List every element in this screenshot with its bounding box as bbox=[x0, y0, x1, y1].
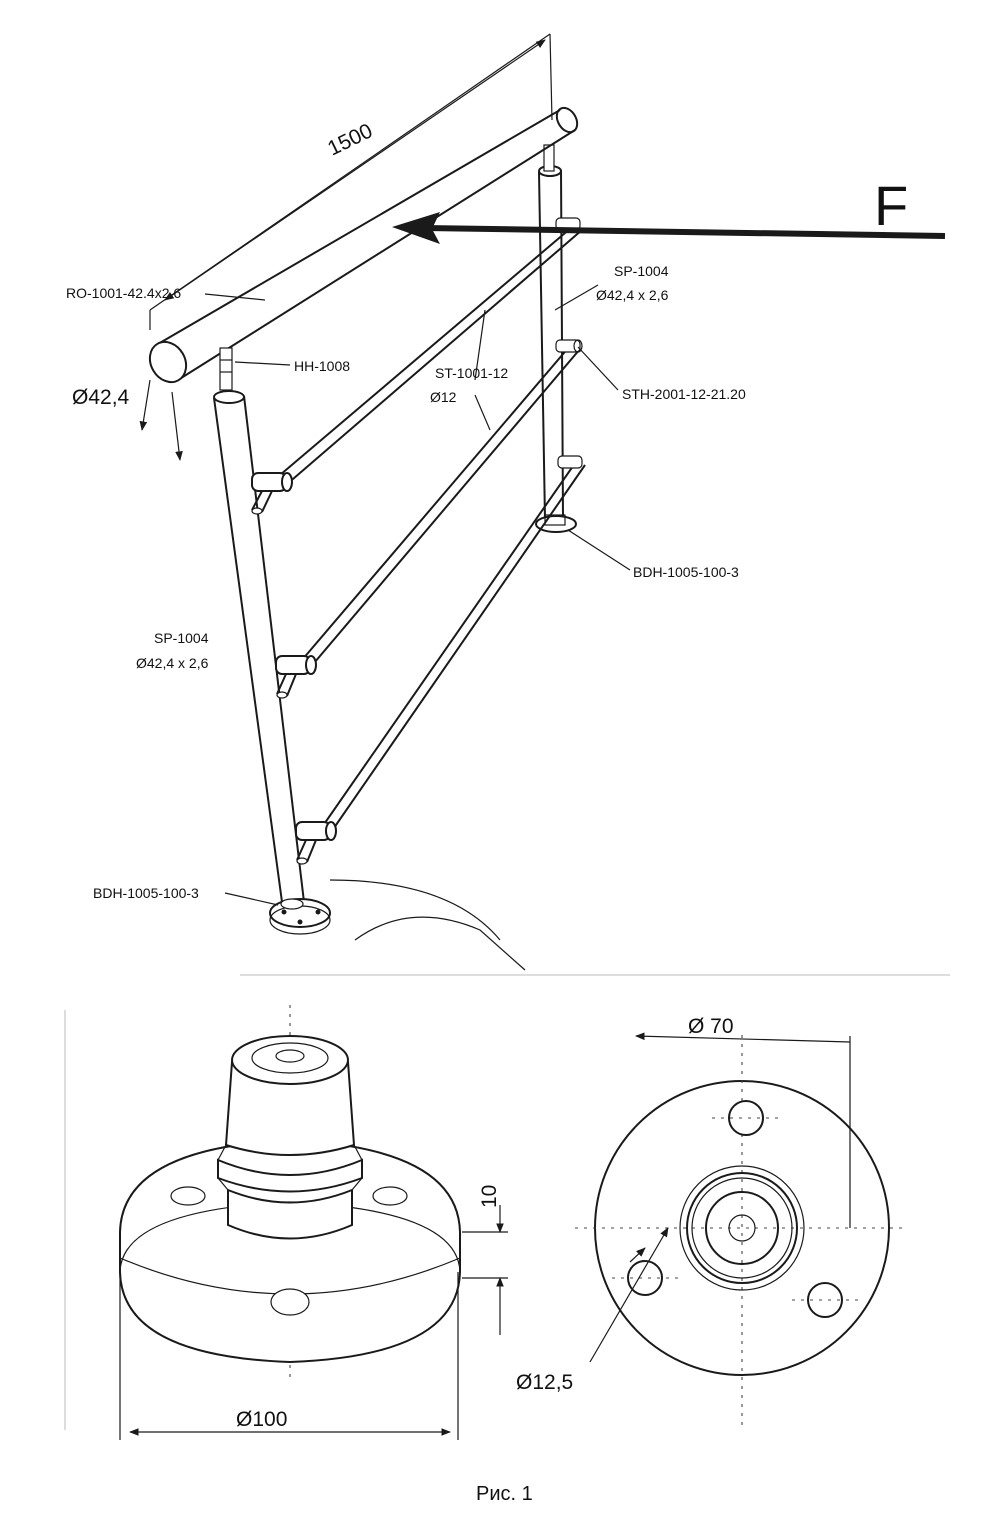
handrail-tube bbox=[148, 106, 579, 384]
background-curves bbox=[329, 879, 526, 971]
post-right-diameter-label: Ø42,4 x 2,6 bbox=[596, 287, 669, 303]
hole-diameter-label: Ø12,5 bbox=[516, 1371, 573, 1394]
post-left-diameter-label: Ø42,4 x 2,6 bbox=[136, 655, 209, 671]
flange-diameter-dimension: Ø100 bbox=[119, 1272, 459, 1440]
bolt-circle-diameter-label: Ø 70 bbox=[688, 1015, 734, 1038]
crossbar-holder-label: STH-2001-12-21.20 bbox=[622, 386, 746, 402]
post-right-label: SP-1004 bbox=[614, 263, 669, 279]
handrail-diameter-dimension bbox=[139, 379, 183, 461]
flange-height-dimension: 10 bbox=[462, 1185, 508, 1335]
right-crossbar-holders bbox=[555, 217, 583, 469]
flange-diameter-label: Ø100 bbox=[236, 1408, 287, 1431]
base-right-label: BDH-1005-100-3 bbox=[633, 564, 739, 580]
flange-detail: 10 Ø100 bbox=[64, 974, 950, 1505]
handrail-holder-label: HH-1008 bbox=[294, 358, 350, 374]
force-label: F bbox=[874, 174, 908, 237]
handrail-label: RO-1001-42.4x2.6 bbox=[66, 285, 181, 301]
post-left-label: SP-1004 bbox=[154, 630, 209, 646]
right-post bbox=[535, 144, 577, 533]
flange-isometric bbox=[119, 1005, 461, 1380]
right-base-flange bbox=[535, 515, 577, 533]
force-arrow bbox=[392, 212, 946, 244]
left-crossbar-holders bbox=[251, 472, 337, 865]
railing-assembly: 1500 F RO-1001-42.4x2.6 Ø42,4 HH-1008 SP… bbox=[66, 33, 946, 971]
crossbar-diameter-label: Ø12 bbox=[430, 389, 457, 405]
figure-caption: Рис. 1 bbox=[476, 1483, 533, 1505]
crossbar-label: ST-1001-12 bbox=[435, 365, 508, 381]
left-base-flange bbox=[269, 898, 331, 935]
bolt-holes bbox=[612, 1100, 860, 1318]
left-handrail-holder bbox=[219, 347, 233, 391]
left-post bbox=[213, 390, 305, 903]
flange-height-label: 10 bbox=[478, 1185, 501, 1208]
handrail-diameter-label: Ø42,4 bbox=[72, 386, 130, 409]
crossbars bbox=[279, 221, 586, 839]
base-left-label: BDH-1005-100-3 bbox=[93, 885, 199, 901]
leader-lines bbox=[204, 284, 631, 906]
length-label: 1500 bbox=[324, 119, 376, 160]
flange-top-view: Ø 70 Ø12,5 bbox=[516, 1015, 905, 1425]
length-dimension bbox=[149, 33, 553, 330]
